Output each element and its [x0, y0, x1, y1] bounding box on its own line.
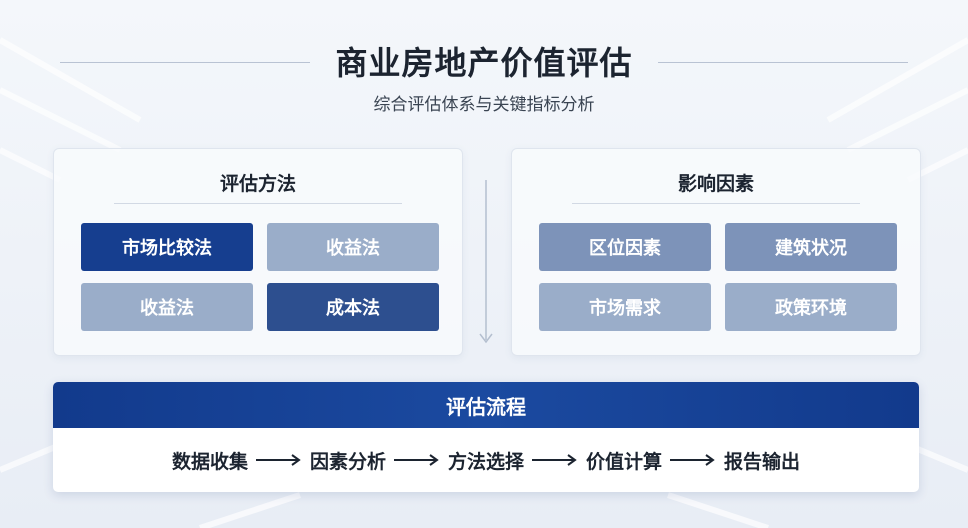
title-rule-right [658, 62, 908, 63]
title-area: 商业房地产价值评估 [0, 38, 968, 86]
process-panel: 评估流程 数据收集 因素分析 方法选择 价值计算 报告输出 [53, 382, 919, 492]
arrow-right-icon [670, 454, 715, 466]
arrow-right-icon [532, 454, 577, 466]
factor-chip-building[interactable]: 建筑状况 [725, 223, 897, 271]
factors-panel-title: 影响因素 [677, 173, 754, 195]
method-chip-market-comparison[interactable]: 市场比较法 [81, 223, 253, 271]
methods-panel-title: 评估方法 [219, 173, 296, 195]
factors-panel: 影响因素 区位因素 建筑状况 市场需求 政策环境 [511, 148, 921, 356]
process-step-value-calculation: 价值计算 [586, 450, 663, 473]
arrow-right-icon [255, 454, 301, 466]
process-title: 评估流程 [53, 382, 919, 428]
process-step-report-output: 报告输出 [724, 450, 801, 473]
method-chip-income-1[interactable]: 收益法 [267, 223, 439, 271]
method-chip-income-2[interactable]: 收益法 [81, 283, 253, 331]
factor-chip-location[interactable]: 区位因素 [539, 223, 711, 271]
process-step-data-collection: 数据收集 [171, 450, 248, 473]
page-title: 商业房地产价值评估 [335, 44, 633, 82]
down-arrow-divider [479, 180, 493, 344]
methods-panel-rule [114, 203, 402, 204]
factor-chip-market-demand[interactable]: 市场需求 [539, 283, 711, 331]
process-step-factor-analysis: 因素分析 [309, 450, 386, 473]
page-subtitle: 综合评估体系与关键指标分析 [373, 95, 595, 115]
factors-panel-rule [572, 203, 860, 204]
arrow-right-icon [393, 454, 439, 466]
process-step-method-selection: 方法选择 [447, 450, 524, 473]
title-rule-left [60, 62, 310, 63]
method-chip-cost[interactable]: 成本法 [267, 283, 439, 331]
factor-chip-policy[interactable]: 政策环境 [725, 283, 897, 331]
process-steps: 数据收集 因素分析 方法选择 价值计算 报告输出 [53, 428, 919, 492]
methods-panel: 评估方法 市场比较法 收益法 收益法 成本法 [53, 148, 463, 356]
